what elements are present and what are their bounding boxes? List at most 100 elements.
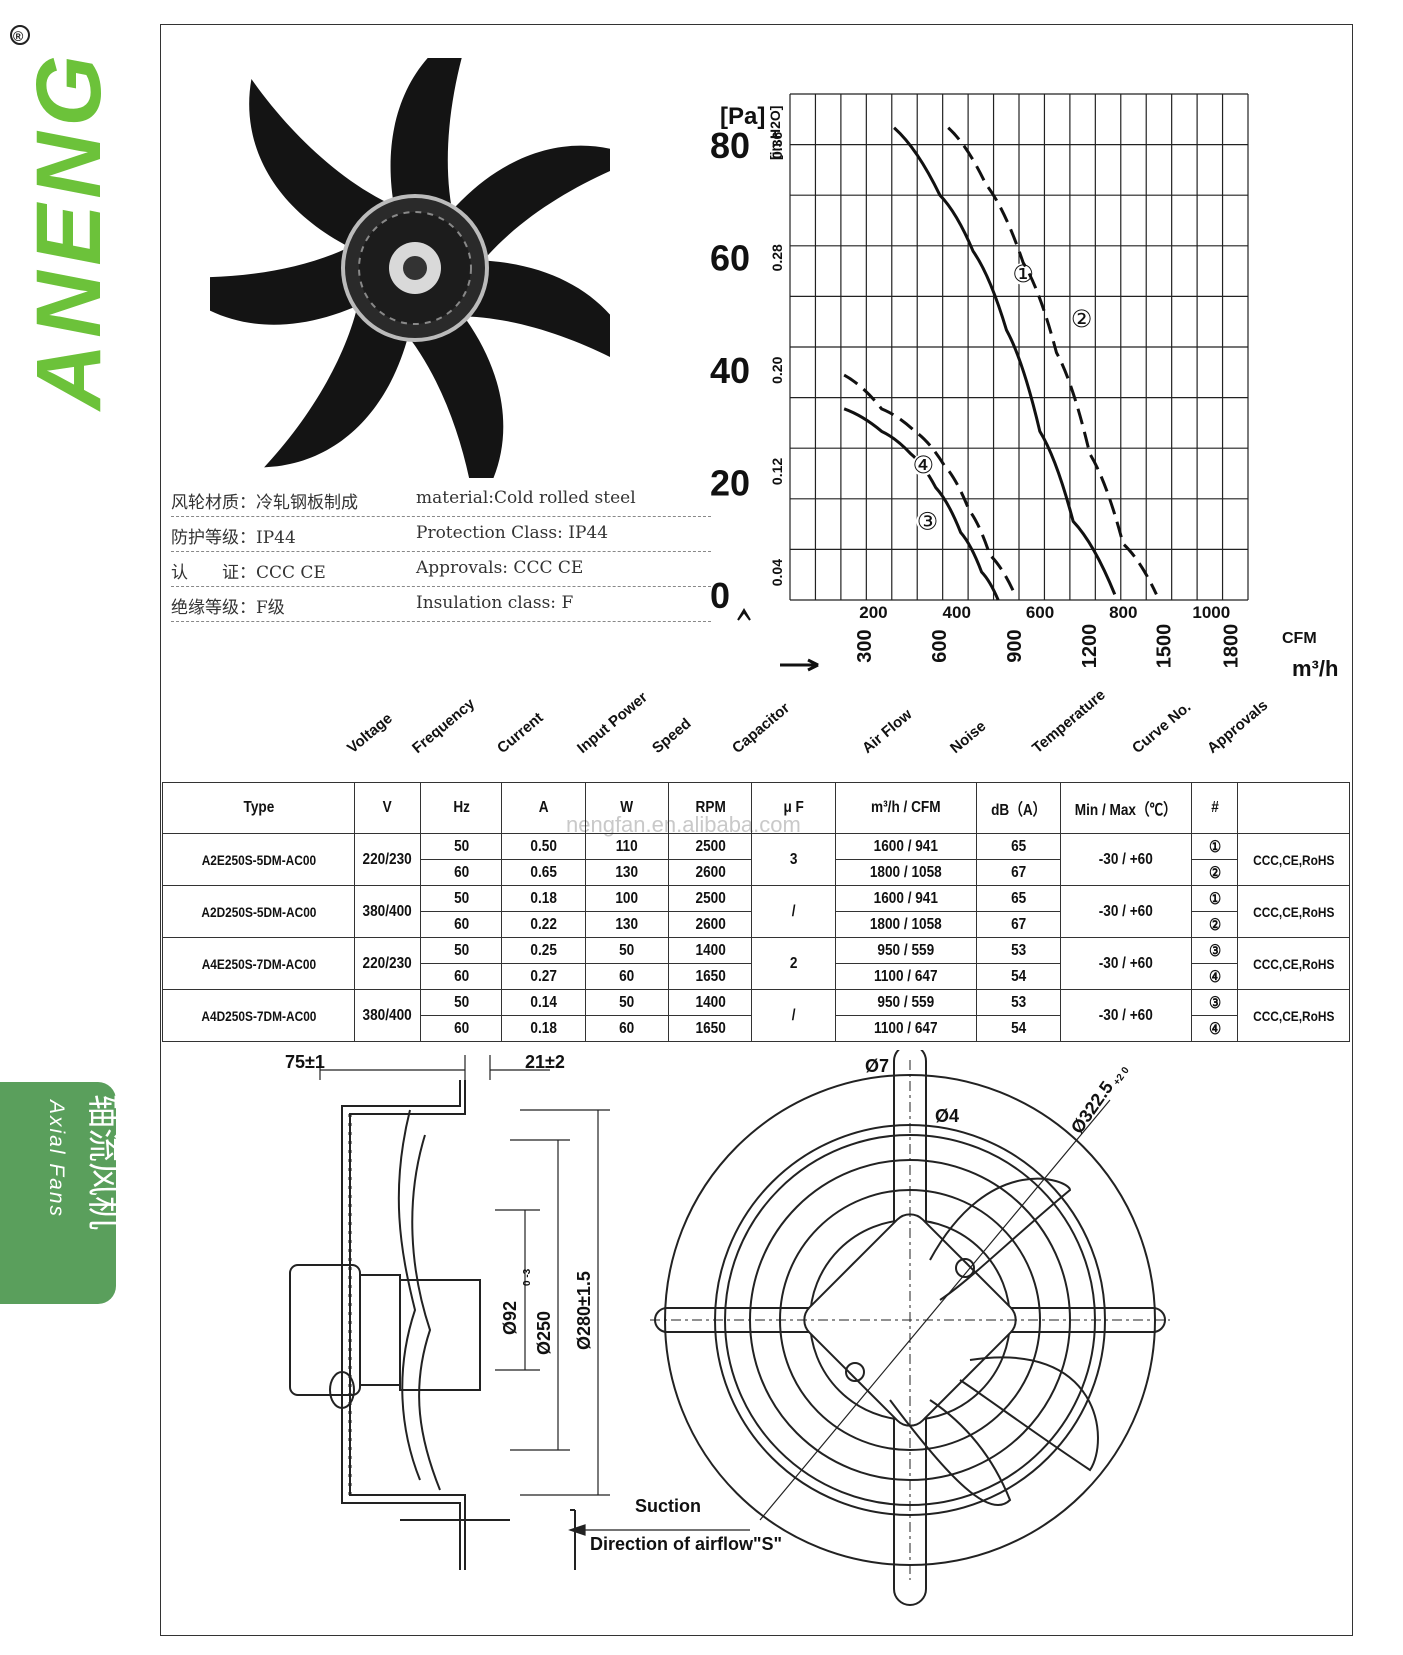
curve-label: ③ (917, 507, 939, 535)
cell-hz: 50 (426, 937, 497, 964)
x-tick-cfm: 800 (1109, 603, 1137, 622)
category-cn: 轴流风机 (83, 1094, 116, 1230)
curve-label-bg (916, 510, 939, 533)
x-tick-m3h: 900 (1004, 629, 1026, 662)
cell-speed: 1650 (674, 1015, 747, 1042)
cell-approvals: CCC,CE,RoHS (1245, 833, 1342, 886)
cell-noise: 54 (982, 963, 1055, 990)
curve-label: ② (1071, 305, 1093, 333)
col-a: A (507, 782, 580, 834)
hole-4: Ø4 (935, 1106, 959, 1126)
cell-current: 0.18 (507, 1015, 580, 1042)
curve-label: ④ (912, 451, 934, 479)
cell-power: 60 (591, 963, 663, 990)
cell-noise: 65 (982, 833, 1055, 860)
dim-250-tol: 0 -3 (522, 1268, 533, 1286)
cell-speed: 2500 (674, 833, 747, 860)
cell-curve: ① (1194, 885, 1235, 912)
datasheet-frame (160, 24, 1353, 1636)
cell-current: 0.65 (507, 859, 580, 886)
cell-noise: 53 (982, 989, 1055, 1016)
cell-noise: 67 (982, 911, 1055, 938)
curve-label: ① (1012, 260, 1034, 288)
col-curve: # (1194, 782, 1235, 834)
suction-label: Suction (635, 1496, 701, 1516)
cell-power: 130 (591, 859, 663, 886)
x-tick-cfm: 1000 (1192, 603, 1230, 622)
fan-photo (210, 58, 610, 478)
cell-curve: ④ (1194, 1015, 1235, 1042)
cell-curve: ① (1194, 833, 1235, 860)
col-uf: μ F (757, 782, 830, 834)
dim-280: Ø280±1.5 (574, 1271, 594, 1350)
y-tick-label: 40 (710, 350, 750, 391)
airflow-label: Direction of airflow"S" (590, 1534, 782, 1554)
cell-curve: ② (1194, 859, 1235, 886)
cell-curve: ④ (1194, 963, 1235, 990)
spec-row-insulation: 绝缘等级：F级 Insulation class: F (171, 587, 711, 622)
curve-label-bg (1070, 307, 1093, 330)
cell-power: 50 (591, 989, 663, 1016)
cell-type: A4E250S-7DM-AC00 (176, 937, 341, 990)
curve-label-bg (912, 454, 935, 477)
cell-airflow: 1600 / 941 (845, 833, 967, 860)
cell-power: 110 (591, 833, 663, 860)
category-tab[interactable]: 轴流风机 Axial Fans (0, 1082, 123, 1304)
curve-series (893, 126, 1117, 595)
x-tick-cfm: 400 (943, 603, 971, 622)
cell-capacitor: / (757, 989, 830, 1042)
spec-table: Type V Hz A W RPM μ F m³/h / CFM dB（A） M… (162, 782, 1350, 1042)
x-tick-m3h: 1200 (1079, 624, 1101, 669)
cell-hz: 60 (426, 859, 497, 886)
dim-75: 75±1 (285, 1052, 325, 1072)
x-tick-m3h: 600 (929, 629, 951, 662)
cell-airflow: 1600 / 941 (845, 885, 967, 912)
cell-hz: 50 (426, 833, 497, 860)
cell-airflow: 950 / 559 (845, 937, 967, 964)
y2-tick-label: 0.04 (769, 559, 785, 586)
y2-tick-label: 0.36 (769, 132, 785, 159)
spec-en: Insulation class: F (416, 593, 574, 613)
y-tick-label: 0 (710, 575, 730, 616)
cell-capacitor: / (757, 885, 830, 938)
dim-250: Ø250 (534, 1311, 554, 1355)
col-w: W (591, 782, 663, 834)
cell-capacitor: 2 (757, 937, 830, 990)
y-tick-label: 20 (710, 463, 750, 504)
cell-approvals: CCC,CE,RoHS (1245, 937, 1342, 990)
spec-en: material:Cold rolled steel (416, 488, 636, 508)
cell-speed: 2500 (674, 885, 747, 912)
y-tick-label: 80 (710, 125, 750, 166)
curve-series (947, 126, 1158, 596)
col-approvals (1245, 782, 1342, 834)
category-en: Axial Fans (45, 1098, 68, 1218)
y-axis-arrow-icon (737, 608, 751, 621)
col-voltage: V (358, 782, 417, 834)
col-rpm: RPM (674, 782, 747, 834)
x-tick-cfm: 200 (859, 603, 887, 622)
cell-power: 130 (591, 911, 663, 938)
cell-airflow: 1800 / 1058 (845, 859, 967, 886)
y-tick-label: 60 (710, 238, 750, 279)
spec-cn: 认 证：CCC CE (171, 563, 326, 583)
cell-curve: ③ (1194, 989, 1235, 1016)
cell-type: A4D250S-7DM-AC00 (176, 989, 341, 1042)
spec-cn: 风轮材质：冷轧钢板制成 (171, 493, 358, 513)
cell-airflow: 1100 / 647 (845, 1015, 967, 1042)
x-unit-cfm: CFM (1282, 630, 1317, 647)
cell-hz: 50 (426, 885, 497, 912)
brand-logo: ® ANENG (0, 0, 120, 420)
cell-power: 100 (591, 885, 663, 912)
cell-noise: 65 (982, 885, 1055, 912)
curve-series (843, 373, 1017, 595)
spec-row-approvals: 认 证：CCC CE Approvals: CCC CE (171, 552, 711, 587)
col-noise: dB（A） (982, 782, 1055, 834)
y2-tick-label: 0.28 (769, 244, 785, 271)
cell-speed: 2600 (674, 859, 747, 886)
cell-airflow: 1100 / 647 (845, 963, 967, 990)
